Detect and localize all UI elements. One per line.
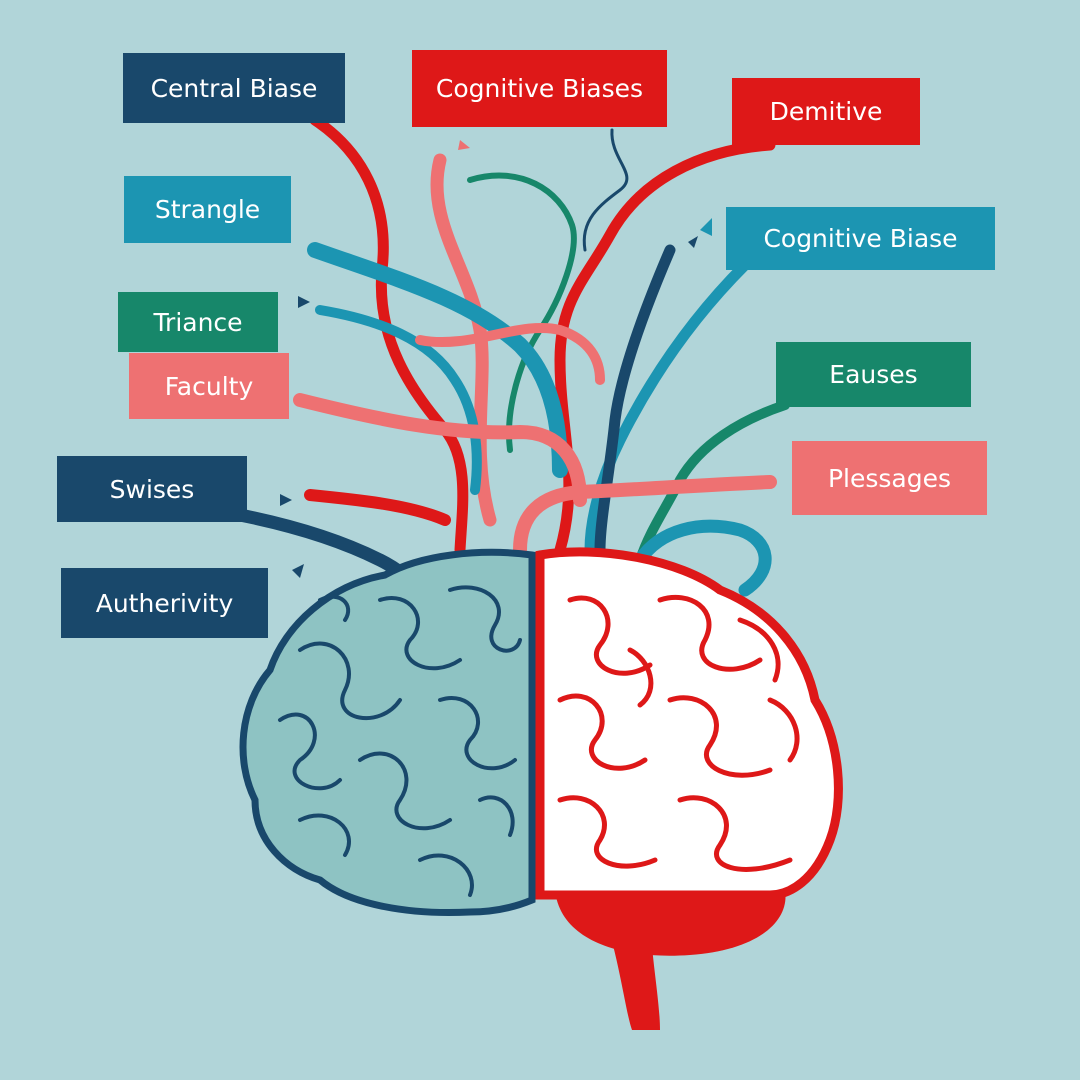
label-eauses: Eauses xyxy=(776,342,971,407)
arrow-mark-5 xyxy=(292,564,304,578)
label-central-biase: Central Biase xyxy=(123,53,345,123)
connector-salmon-top xyxy=(415,322,605,385)
brain-left-hemisphere xyxy=(239,548,536,916)
label-cognitive-biase-text: Cognitive Biase xyxy=(763,224,958,253)
label-plessages-text: Plessages xyxy=(827,463,952,493)
label-cognitive-biase: Cognitive Biase xyxy=(726,207,995,270)
label-faculty-text: Faculty xyxy=(164,371,254,401)
brain-cerebellum xyxy=(555,890,786,956)
connector-lines xyxy=(233,114,790,597)
brain-left-folds xyxy=(278,585,522,897)
label-swises: Swises xyxy=(57,456,247,522)
arrow-mark-2 xyxy=(700,218,712,236)
label-strangle: Strangle xyxy=(124,176,291,243)
label-triance: Triance xyxy=(118,292,278,352)
connector-faculty xyxy=(293,393,587,507)
connector-cognitive-biase xyxy=(584,259,751,556)
arrow-marks xyxy=(280,140,712,578)
label-demitive-text: Demitive xyxy=(769,97,883,126)
arrow-mark-3 xyxy=(298,296,310,308)
brain-right-hemisphere xyxy=(535,547,843,900)
connector-triance xyxy=(315,305,482,495)
label-central-biase-text: Central Biase xyxy=(150,73,318,103)
label-cognitive-biases-text: Cognitive Biases xyxy=(435,74,644,103)
label-eauses-text: Eauses xyxy=(829,360,918,389)
arrow-mark-6 xyxy=(688,236,698,248)
connector-teal-hook xyxy=(633,519,772,597)
connector-navy-right xyxy=(594,244,676,556)
brain-right-folds xyxy=(557,594,800,872)
label-faculty: Faculty xyxy=(129,353,289,419)
label-autherivity-text: Autherivity xyxy=(95,588,234,618)
label-cognitive-biases: Cognitive Biases xyxy=(412,50,667,127)
connector-navy-thin xyxy=(582,128,629,252)
label-triance-text: Triance xyxy=(153,307,243,337)
label-strangle-text: Strangle xyxy=(154,195,261,224)
connector-strangle xyxy=(307,242,568,478)
connector-red-short xyxy=(304,489,451,526)
arrow-mark-4 xyxy=(280,494,292,506)
arrow-mark-1 xyxy=(458,140,470,150)
label-autherivity: Autherivity xyxy=(61,568,268,638)
connector-plessages xyxy=(513,475,777,557)
brain-icon xyxy=(239,547,843,1030)
label-demitive: Demitive xyxy=(732,78,920,145)
label-plessages: Plessages xyxy=(792,441,987,515)
connector-green-loop xyxy=(467,172,577,453)
connector-central-biase xyxy=(309,114,469,556)
label-swises-text: Swises xyxy=(109,474,195,504)
